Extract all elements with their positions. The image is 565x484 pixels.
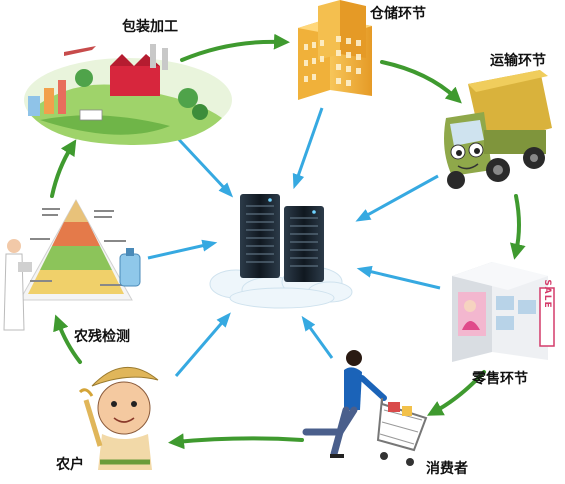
packaging-illustration (24, 44, 232, 145)
arrow-farmer-to-server (174, 312, 231, 377)
arrow-warehouse-to-server (292, 107, 324, 190)
arrow-transport-to-server (355, 174, 439, 222)
data-arrows (147, 107, 441, 377)
store-sign: SALE (542, 279, 552, 308)
arrow-retail-to-consumer (426, 370, 486, 416)
label-warehouse: 仓储环节 (370, 6, 426, 22)
server-tower-right (284, 206, 324, 282)
warehouse-illustration (298, 0, 372, 100)
cycle-arrows (50, 33, 526, 450)
arrow-consumer-to-server (301, 315, 334, 359)
transport-illustration (444, 70, 552, 189)
arrow-residue-to-server (147, 239, 218, 260)
cloud-base (209, 266, 353, 309)
arrow-packaging-to-warehouse (180, 33, 290, 62)
arrow-transport-to-retail (510, 194, 526, 260)
residue-test-illustration (3, 198, 141, 331)
arrow-consumer-to-farmer (168, 433, 304, 450)
server-tower-left (240, 194, 280, 278)
retail-illustration: SALE (452, 262, 555, 362)
arrow-packaging-to-server (168, 128, 234, 198)
label-consumer: 消费者 (426, 461, 468, 477)
arrow-farmer-to-residue (53, 314, 82, 364)
label-transport: 运输环节 (490, 53, 546, 69)
arrow-retail-to-server (356, 265, 441, 290)
central-server (209, 194, 353, 309)
label-packaging: 包装加工 (122, 19, 178, 35)
consumer-illustration (302, 350, 428, 466)
label-farmer: 农户 (56, 457, 84, 473)
label-retail: 零售环节 (472, 371, 528, 387)
label-residue-test: 农残检测 (74, 329, 130, 345)
farmer-illustration (78, 367, 159, 470)
arrow-residue-to-packaging (50, 139, 77, 198)
arrow-warehouse-to-transport (380, 60, 462, 104)
